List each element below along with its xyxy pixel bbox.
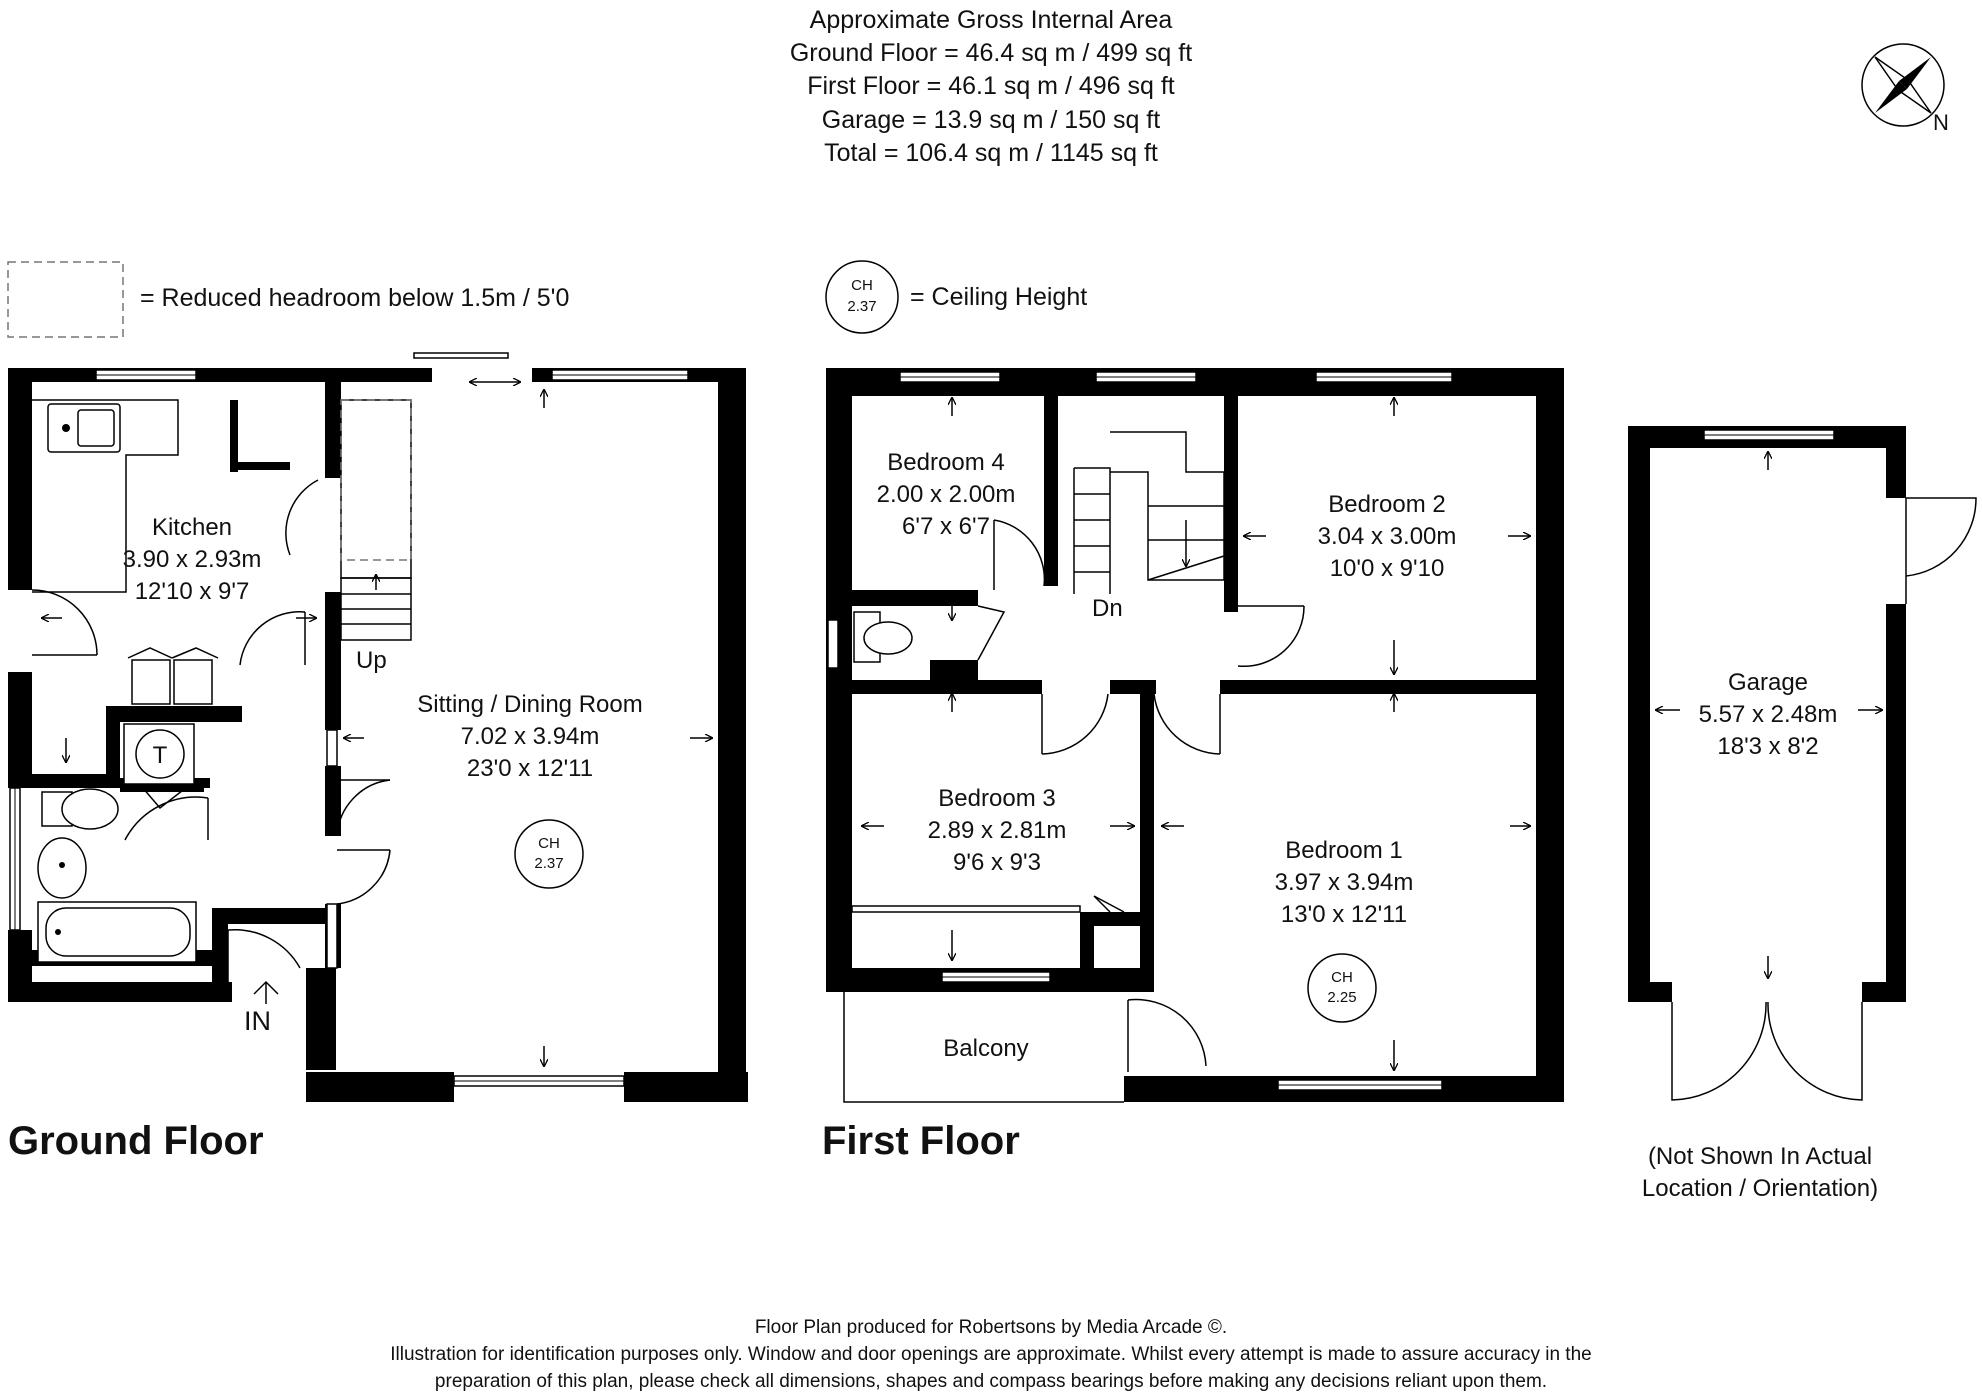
kitchen-name: Kitchen	[152, 514, 232, 541]
garage-dimension-arrows	[1656, 452, 1882, 978]
first-floor-stairs: Dn	[1073, 431, 1225, 622]
first-floor-doors	[977, 519, 1305, 1072]
area-summary: Approximate Gross Internal Area Ground F…	[790, 6, 1192, 167]
bedroom1-label: Bedroom 1 3.97 x 3.94m 13'0 x 12'11	[1275, 837, 1414, 928]
bedroom3-metric: 2.89 x 2.81m	[928, 817, 1067, 844]
first-floor-plan: Dn Bedroom 4 2.00 x 2.00m 6'7 x 6'7 Bed	[822, 368, 1564, 1163]
sitting-room-metric: 7.02 x 3.94m	[461, 723, 600, 750]
ground-floor-fixtures: T Up	[32, 399, 412, 963]
garage-window	[1703, 429, 1835, 441]
ground-floor-plan: T Up	[8, 352, 748, 1163]
entrance-label: IN	[244, 1006, 271, 1036]
compass-north-label: N	[1933, 110, 1949, 135]
compass-icon: N	[1861, 43, 1949, 135]
garage-plan: Garage 5.57 x 2.48m 18'3 x 8'2 (Not Show…	[1628, 426, 1977, 1202]
reduced-headroom-swatch	[7, 261, 124, 338]
garage-note-line1: (Not Shown In Actual	[1648, 1143, 1872, 1170]
garage-label: Garage 5.57 x 2.48m 18'3 x 8'2	[1699, 669, 1838, 760]
sitting-ch-value: 2.37	[534, 855, 563, 872]
area-garage: Garage = 13.9 sq m / 150 sq ft	[822, 106, 1160, 134]
bedroom4-metric: 2.00 x 2.00m	[877, 481, 1016, 508]
ceiling-height-symbol-top: CH	[851, 277, 873, 294]
kitchen-label: Kitchen 3.90 x 2.93m 12'10 x 9'7	[123, 514, 262, 605]
sitting-room-imperial: 23'0 x 12'11	[467, 755, 593, 782]
bedroom1-imperial: 13'0 x 12'11	[1281, 901, 1407, 928]
area-total: Total = 106.4 sq m / 1145 sq ft	[824, 139, 1158, 167]
first-floor-walls	[826, 368, 1564, 1102]
ground-floor-title: Ground Floor	[8, 1119, 264, 1163]
first-floor-windows	[827, 371, 1453, 1091]
ground-floor-windows	[9, 352, 689, 1087]
ceiling-height-legend: = Ceiling Height	[910, 283, 1087, 311]
tank-label: T	[153, 742, 168, 769]
first-floor-fixtures: Dn	[843, 431, 1225, 1103]
garage-note-line2: Location / Orientation)	[1642, 1175, 1878, 1202]
balcony-label: Balcony	[943, 1035, 1028, 1062]
bedroom3-label: Bedroom 3 2.89 x 2.81m 9'6 x 9'3	[928, 785, 1067, 876]
garage-doors	[1671, 497, 1977, 1101]
ceiling-height-symbol-value: 2.37	[847, 298, 876, 315]
bedroom4-label: Bedroom 4 2.00 x 2.00m 6'7 x 6'7	[877, 449, 1016, 540]
bedroom2-imperial: 10'0 x 9'10	[1330, 555, 1445, 582]
water-tank: T	[123, 723, 195, 785]
sitting-room-label: Sitting / Dining Room 7.02 x 3.94m 23'0 …	[417, 691, 642, 782]
bedroom3-name: Bedroom 3	[938, 785, 1055, 812]
bedroom1-ch-value: 2.25	[1327, 989, 1356, 1006]
stairs-up-label: Up	[356, 647, 387, 674]
kitchen-imperial: 12'10 x 9'7	[135, 578, 250, 605]
bedroom2-name: Bedroom 2	[1328, 491, 1445, 518]
bedroom2-metric: 3.04 x 3.00m	[1318, 523, 1457, 550]
ground-floor-walls	[8, 368, 748, 1102]
sitting-room-name: Sitting / Dining Room	[417, 691, 642, 718]
first-floor-dimension-arrows	[862, 398, 1530, 1070]
sitting-room-ceiling-height: CH 2.37	[514, 819, 584, 889]
garage-imperial: 18'3 x 8'2	[1717, 733, 1818, 760]
bedroom1-metric: 3.97 x 3.94m	[1275, 869, 1414, 896]
ground-floor-dimension-arrows	[42, 382, 712, 1066]
legend: = Reduced headroom below 1.5m / 5'0 CH 2…	[7, 260, 1087, 338]
reduced-headroom-legend: = Reduced headroom below 1.5m / 5'0	[140, 284, 569, 312]
garage-name: Garage	[1728, 669, 1808, 696]
footer-line2: Illustration for identification purposes…	[390, 1344, 1591, 1365]
footer-disclaimer: Floor Plan produced for Robertsons by Me…	[390, 1317, 1591, 1392]
bedroom3-imperial: 9'6 x 9'3	[953, 849, 1041, 876]
garage-metric: 5.57 x 2.48m	[1699, 701, 1838, 728]
footer-line1: Floor Plan produced for Robertsons by Me…	[755, 1317, 1227, 1338]
bedroom4-imperial: 6'7 x 6'7	[902, 513, 990, 540]
kitchen-metric: 3.90 x 2.93m	[123, 546, 262, 573]
first-floor-title: First Floor	[822, 1119, 1020, 1163]
bedroom1-ch-label: CH	[1331, 969, 1353, 986]
garage-walls	[1628, 426, 1906, 1002]
footer-line3: preparation of this plan, please check a…	[435, 1371, 1547, 1392]
ceiling-height-symbol: CH 2.37	[825, 260, 899, 334]
sitting-ch-label: CH	[538, 835, 560, 852]
area-heading: Approximate Gross Internal Area	[810, 6, 1173, 34]
area-ground-floor: Ground Floor = 46.4 sq m / 499 sq ft	[790, 39, 1192, 67]
area-first-floor: First Floor = 46.1 sq m / 496 sq ft	[807, 72, 1175, 100]
ground-floor-doors	[31, 479, 391, 982]
bedroom4-name: Bedroom 4	[887, 449, 1004, 476]
bedroom1-ceiling-height: CH 2.25	[1307, 953, 1377, 1023]
bedroom2-label: Bedroom 2 3.04 x 3.00m 10'0 x 9'10	[1318, 491, 1457, 582]
bedroom1-name: Bedroom 1	[1285, 837, 1402, 864]
stairs-down-label: Dn	[1092, 595, 1123, 622]
